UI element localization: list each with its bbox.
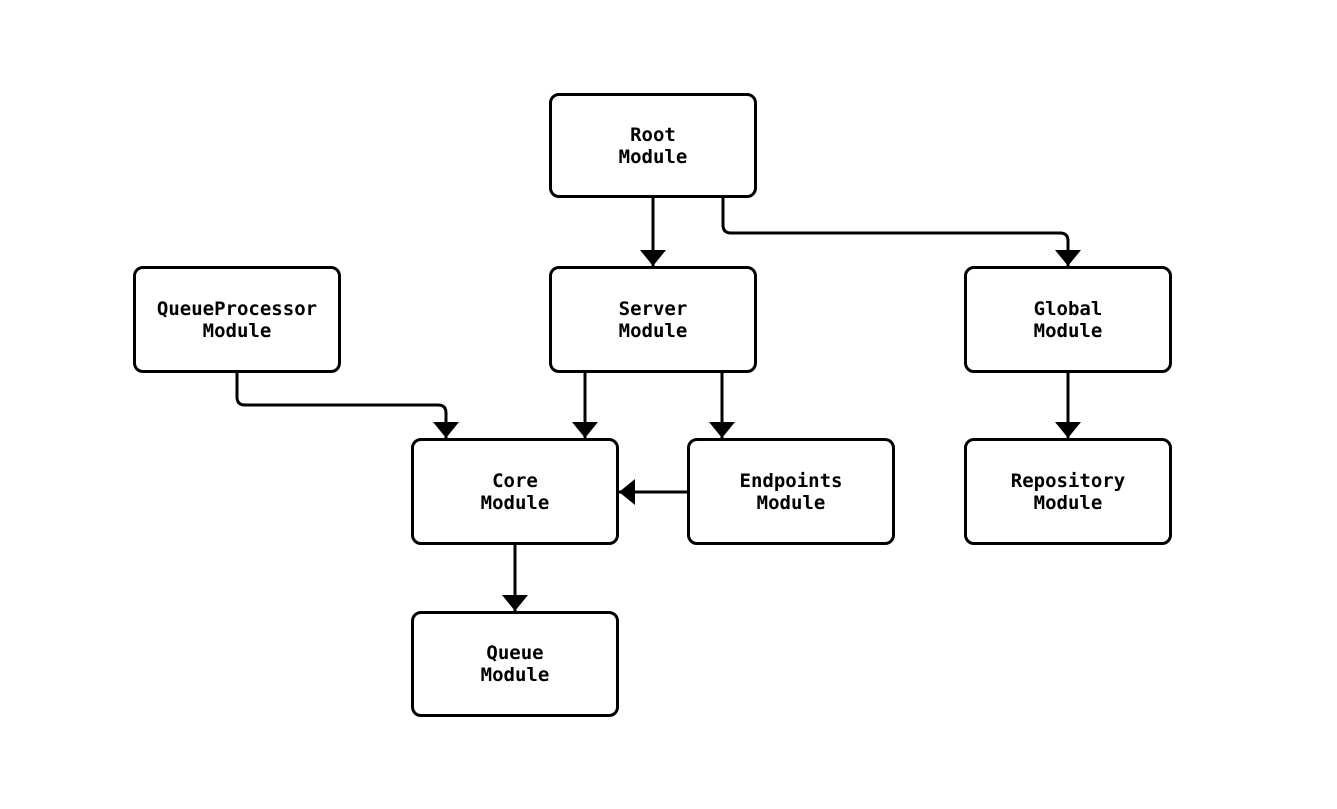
node-label-endpoints: Endpoints Module (739, 469, 843, 514)
node-queue-module: Queue Module (411, 611, 619, 717)
node-label-global: Global Module (1033, 297, 1103, 342)
node-endpoints-module: Endpoints Module (687, 438, 895, 545)
node-label-queue: Queue Module (480, 642, 550, 686)
edge-root-to-global (721, 198, 1081, 266)
node-core-module: Core Module (411, 438, 619, 545)
node-queueprocessor-module: QueueProcessor Module (133, 266, 341, 373)
node-label-core: Core Module (480, 469, 550, 514)
node-label-server: Server Module (618, 297, 688, 342)
node-label-queueprocessor: QueueProcessor Module (156, 297, 318, 342)
node-label-root: Root Module (618, 123, 688, 168)
node-repository-module: Repository Module (964, 438, 1172, 545)
node-label-repository: Repository Module (1010, 469, 1126, 514)
node-global-module: Global Module (964, 266, 1172, 373)
node-server-module: Server Module (549, 266, 757, 373)
node-root-module: Root Module (549, 93, 757, 198)
edge-queueprocessor-to-core (235, 373, 459, 438)
